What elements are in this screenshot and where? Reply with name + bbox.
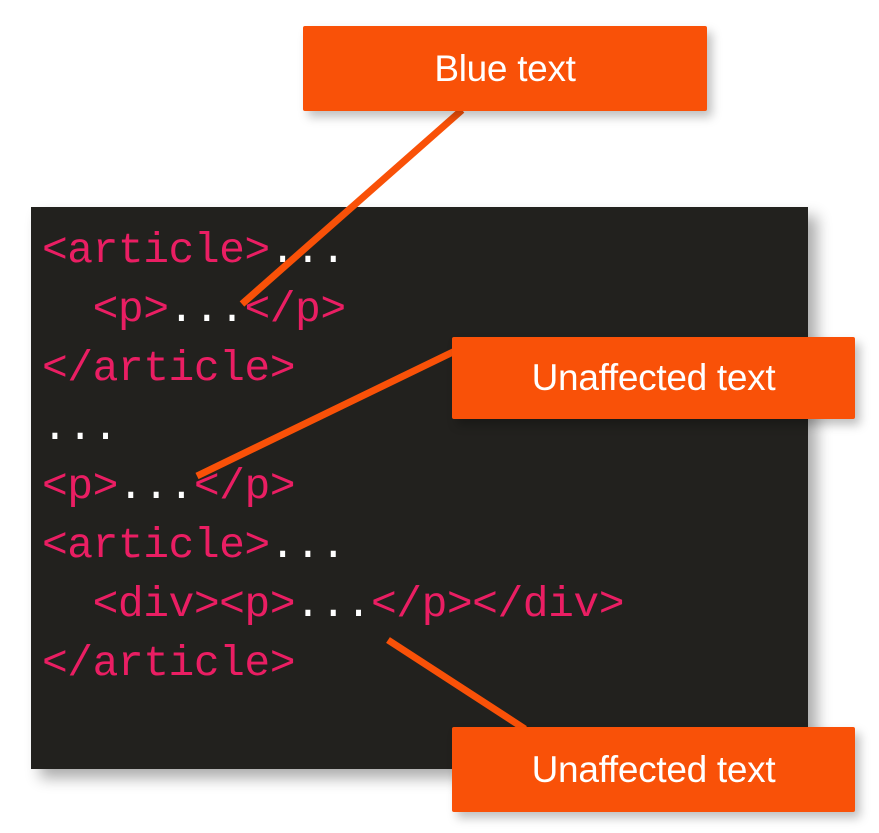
code-line: <article>... <box>42 221 808 280</box>
code-panel: <article>... <p>...</p></article>...<p>.… <box>31 207 808 769</box>
code-ellipsis: ... <box>117 462 194 511</box>
code-ellipsis: ... <box>42 403 118 452</box>
code-tag: <article> <box>42 226 270 275</box>
code-ellipsis: ... <box>269 226 346 275</box>
code-tag: </p> <box>244 285 346 334</box>
callout-unaffected-text-middle-label: Unaffected text <box>531 357 776 398</box>
code-line: ... <box>42 398 808 457</box>
code-ellipsis: ... <box>269 521 346 570</box>
callout-unaffected-text-bottom[interactable]: Unaffected text <box>452 727 855 812</box>
callout-unaffected-text-bottom-label: Unaffected text <box>531 748 776 790</box>
callout-blue-text-label: Blue text <box>434 47 576 89</box>
code-tag: </p></div> <box>370 580 625 629</box>
code-tag: <div><p> <box>92 580 296 629</box>
code-line: <article>... <box>42 516 808 575</box>
code-tag: <p> <box>92 285 169 334</box>
code-listing: <article>... <p>...</p></article>...<p>.… <box>42 221 808 693</box>
code-tag: <p> <box>42 462 118 511</box>
code-ellipsis: ... <box>168 285 245 334</box>
callout-unaffected-text-middle[interactable]: Unaffected text <box>452 337 855 419</box>
code-line: <p>...</p> <box>42 457 808 516</box>
code-line: <p>...</p> <box>42 280 808 339</box>
code-ellipsis: ... <box>295 580 371 629</box>
code-tag: <article> <box>42 521 270 570</box>
code-tag: </p> <box>193 462 296 511</box>
code-line: <div><p>...</p></div> <box>42 575 808 634</box>
code-line: </article> <box>42 634 808 693</box>
callout-blue-text[interactable]: Blue text <box>303 26 707 111</box>
code-tag: </article> <box>42 639 296 688</box>
code-tag: </article> <box>42 344 296 393</box>
